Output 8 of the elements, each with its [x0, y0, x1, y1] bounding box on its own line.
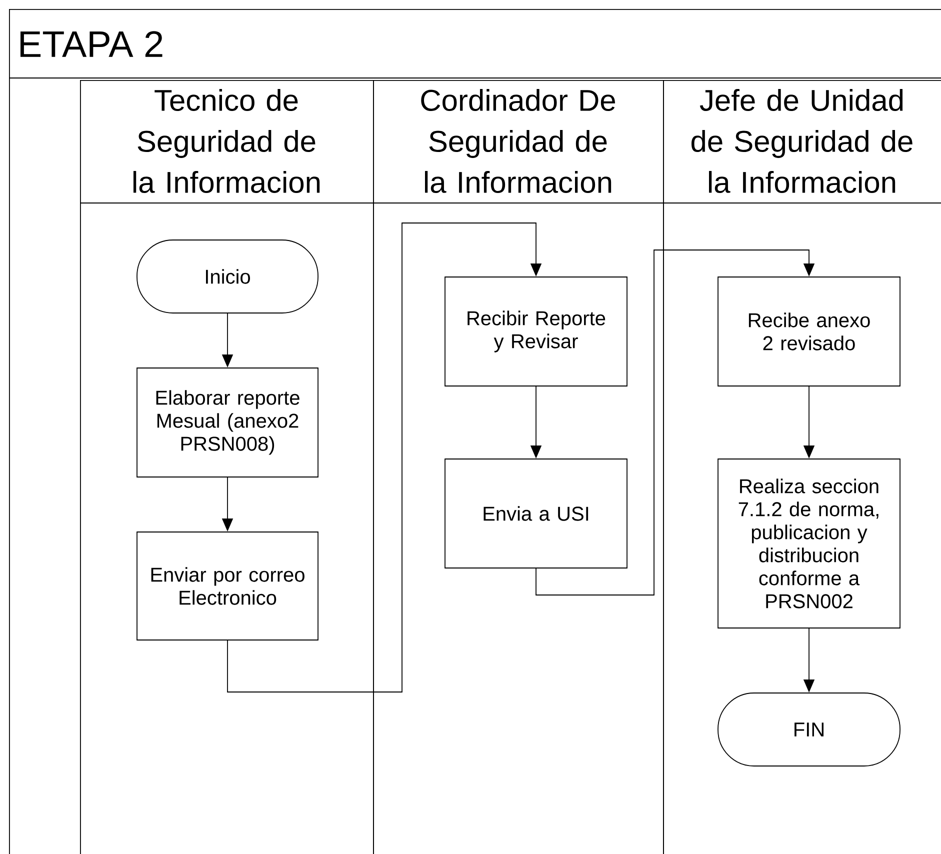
process-box: Envia a USI — [444, 458, 628, 568]
process-box: Realiza seccion 7.1.2 de norma, publicacion y distribucion conforme a PRSN002 — [718, 458, 900, 628]
process-box: Enviar por correo Electronico — [136, 532, 318, 640]
arrow — [227, 222, 542, 692]
process-box: Recibe anexo 2 revisado — [718, 276, 900, 386]
process-box: Elaborar reporte Mesual (anexo2 PRSN008) — [136, 368, 318, 478]
arrow — [536, 250, 815, 596]
process-box: Recibir Reporte y Revisar — [444, 276, 628, 386]
